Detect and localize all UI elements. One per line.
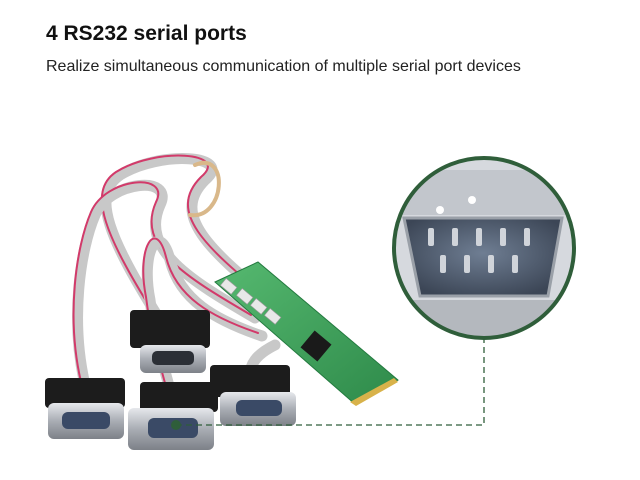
db9-connectors (45, 310, 296, 450)
m2-pcb-card (214, 261, 399, 406)
magnified-port-detail (392, 156, 576, 340)
db9-connector (210, 365, 296, 426)
page-subtitle: Realize simultaneous communication of mu… (46, 58, 521, 75)
callout-leader (176, 338, 485, 426)
db9-connector (130, 310, 210, 373)
page-title: 4 RS232 serial ports (46, 22, 247, 45)
db9-connector (128, 382, 218, 450)
db9-connector (45, 378, 125, 439)
